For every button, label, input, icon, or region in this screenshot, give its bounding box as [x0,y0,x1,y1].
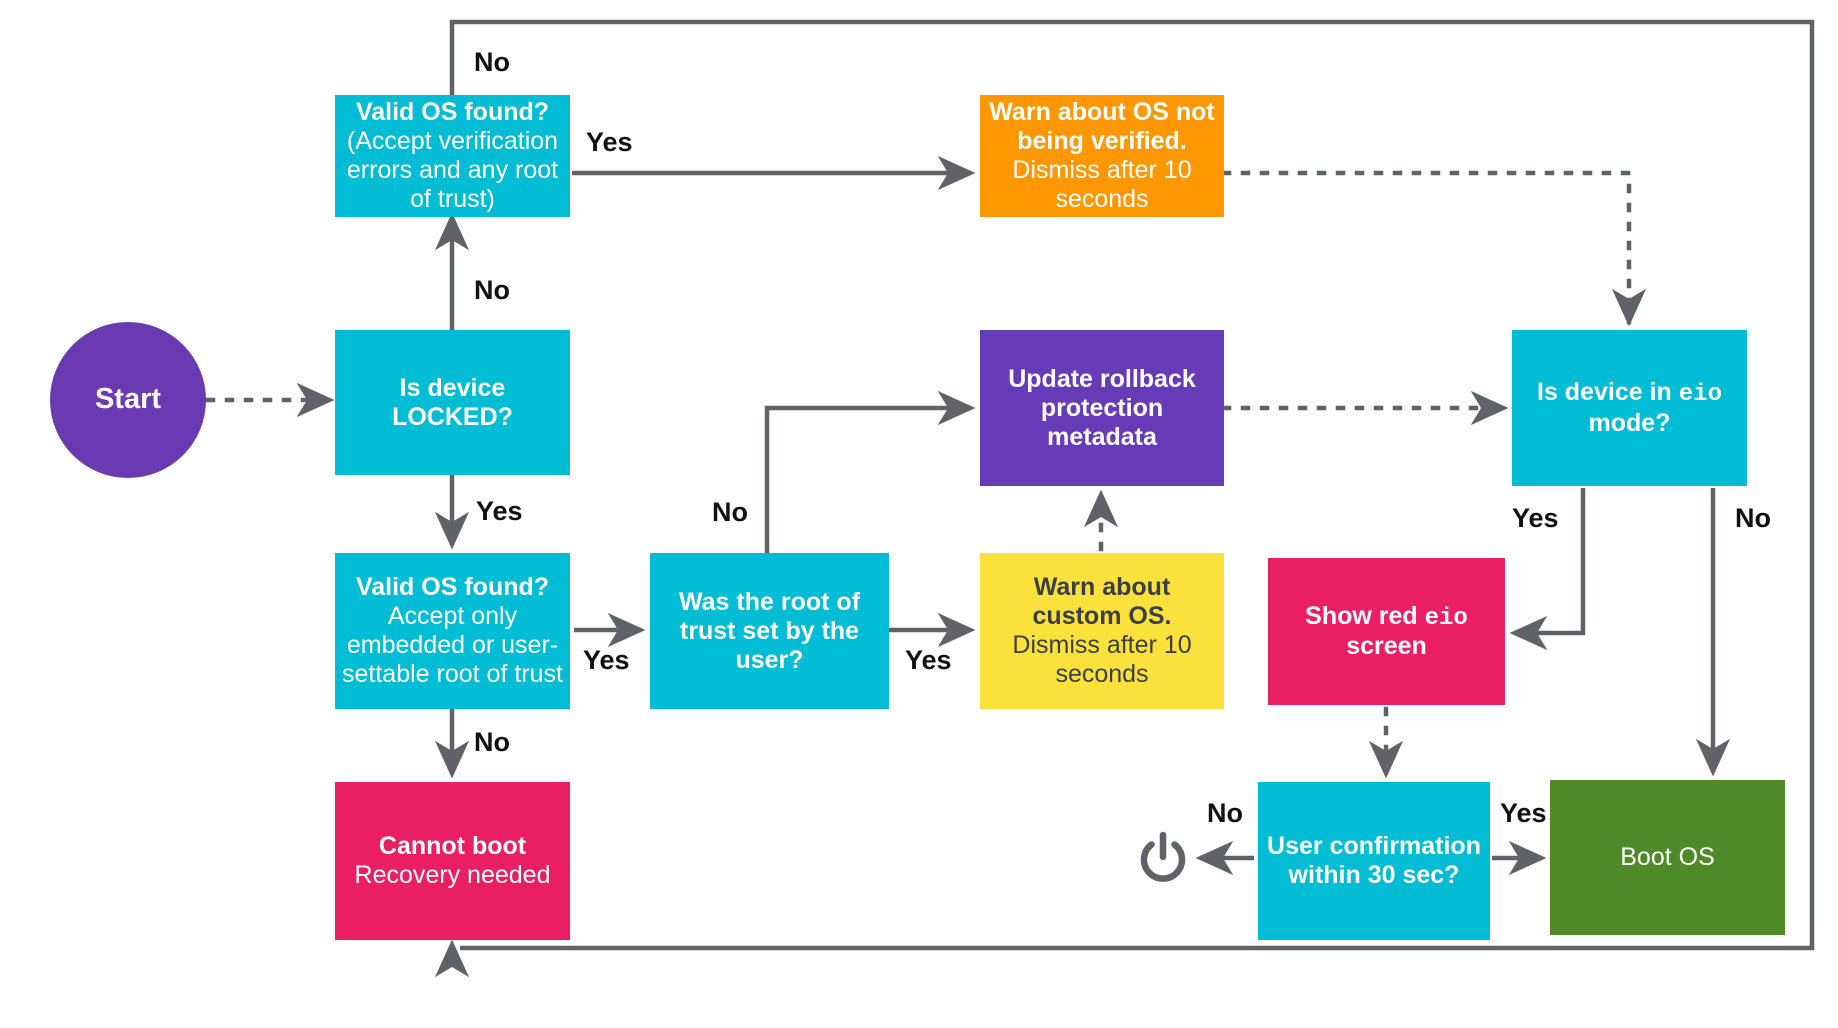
node-valid-os-locked-title: Valid OS found? [355,573,550,601]
edge-label-locked-yes: Yes [476,496,523,526]
node-update-rollback-title: Update rollback protection metadata [1008,364,1196,451]
edge-eio-yes [1509,488,1586,651]
node-start[interactable]: Start [50,322,206,478]
node-warn-not-verified-title: Warn about OS not being verified. [989,98,1215,155]
node-valid-os-unlocked-subtitle: (Accept verification errors and any root… [346,127,559,213]
edge-warn-to-eio [1221,170,1647,327]
node-root-of-trust-title: Was the root of trust set by the user? [678,587,860,674]
node-warn-not-verified-subtitle: Dismiss after 10 seconds [1012,156,1192,213]
edge-label-rot-yes: Yes [905,645,952,675]
node-show-red-eio-part-3: screen [1346,632,1427,661]
node-boot-os[interactable]: Boot OS [1550,780,1785,935]
node-warn-os-not-verified[interactable]: Warn about OS not being verified. Dismis… [980,95,1224,217]
node-cannot-boot[interactable]: Cannot boot Recovery needed [335,782,570,940]
node-warn-custom-os[interactable]: Warn about custom OS. Dismiss after 10 s… [980,553,1224,709]
power-icon [1140,831,1186,882]
node-update-rollback-protection[interactable]: Update rollback protection metadata [980,330,1224,486]
node-is-device-locked-title: Is device [399,373,506,402]
edge-label-unlocked-yes: Yes [586,127,633,157]
edge-rot-no [764,390,976,553]
node-show-red-eio-mono-token: eio [1424,604,1468,632]
edge-label-valid-locked-yes: Yes [583,645,630,675]
edge-label-locked-no-top: No [474,275,510,305]
node-start-label: Start [94,383,162,416]
node-is-eio-title: Is device in eio mode? [1518,378,1741,438]
node-show-red-eio-part-1: Show red [1305,601,1425,630]
node-valid-os-unlocked-title: Valid OS found? [355,98,550,126]
node-show-red-eio-title: Show red eio screen [1274,602,1499,662]
edge-label-eio-no: No [1735,503,1771,533]
edge-label-confirm-yes: Yes [1500,798,1547,828]
edge-label-valid-locked-no: No [474,727,510,757]
node-is-device-locked-subtitle: LOCKED? [392,402,513,431]
node-show-red-eio-screen[interactable]: Show red eio screen [1268,558,1505,705]
node-is-eio-part-1: Is device in [1537,378,1679,407]
node-valid-os-found-unlocked[interactable]: Valid OS found? (Accept verification err… [335,95,570,217]
node-valid-os-found-locked[interactable]: Valid OS found? Accept only embedded or … [335,553,570,709]
edge-label-eio-yes: Yes [1512,503,1559,533]
node-user-confirmation-title: User confirmation within 30 sec? [1267,832,1481,889]
edge-label-unlocked-no-loop: No [474,47,510,77]
node-is-eio-part-3: mode? [1588,408,1671,437]
node-warn-custom-os-subtitle: Dismiss after 10 seconds [1012,631,1192,688]
edge-label-confirm-no: No [1207,798,1243,828]
node-cannot-boot-subtitle: Recovery needed [354,861,551,889]
node-root-of-trust-set-by-user[interactable]: Was the root of trust set by the user? [650,553,889,709]
edge-unlocked-no-loop [449,19,1815,951]
node-warn-custom-os-title: Warn about custom OS. [1032,573,1172,630]
node-user-confirmation[interactable]: User confirmation within 30 sec? [1258,782,1490,940]
node-is-eio-mono-token: eio [1678,381,1722,409]
node-cannot-boot-title: Cannot boot [378,832,527,860]
node-boot-os-title: Boot OS [1620,843,1715,871]
node-valid-os-locked-subtitle: Accept only embedded or user-settable ro… [342,602,563,688]
node-is-device-in-eio-mode[interactable]: Is device in eio mode? [1512,330,1747,486]
edge-label-rot-no: No [712,497,748,527]
node-is-device-locked[interactable]: Is device LOCKED? [335,330,570,475]
